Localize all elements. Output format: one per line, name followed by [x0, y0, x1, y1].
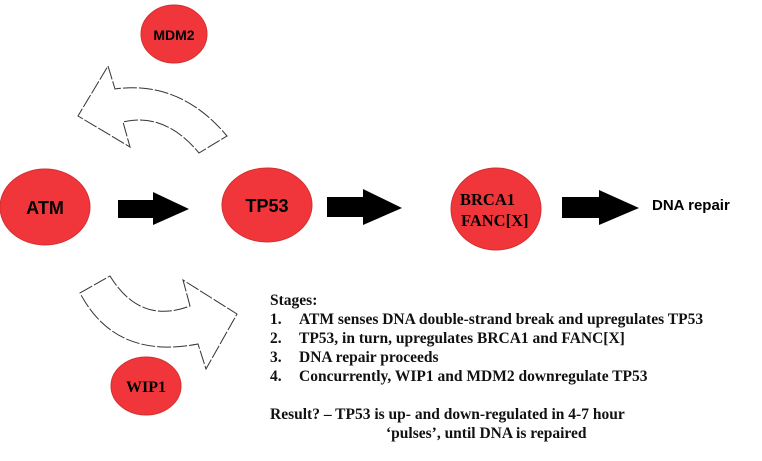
stage-item: 1. ATM senses DNA double-strand break an…	[270, 310, 703, 329]
stages-text-block: Stages: 1. ATM senses DNA double-strand …	[270, 291, 703, 443]
result-text: Result? – TP53 is up- and down-regulated…	[270, 405, 703, 443]
stage-item: 3. DNA repair proceeds	[270, 348, 703, 367]
stages-heading: Stages:	[270, 292, 318, 309]
dna-repair-label: DNA repair	[652, 197, 730, 214]
arrow-tp53-to-brca1	[327, 189, 402, 225]
stage-number: 1.	[270, 311, 282, 328]
stages-list: 1. ATM senses DNA double-strand break an…	[270, 310, 703, 386]
mdm2-feedback-arrow	[77, 64, 228, 154]
stage-text: TP53, in turn, upregulates BRCA1 and FAN…	[299, 330, 625, 347]
node-brca1-label: BRCA1	[460, 190, 515, 209]
node-mdm2-label: MDM2	[153, 27, 194, 43]
node-brca1-fanc: BRCA1 FANC[X]	[450, 167, 542, 251]
result-line-2: ‘pulses’, until DNA is repaired	[386, 425, 587, 442]
stage-text: Concurrently, WIP1 and MDM2 downregulate…	[299, 368, 648, 385]
result-line-1: Result? – TP53 is up- and down-regulated…	[270, 406, 625, 423]
stage-item: 4. Concurrently, WIP1 and MDM2 downregul…	[270, 367, 703, 386]
node-fanc-label: FANC[X]	[461, 211, 529, 230]
arrow-atm-to-tp53	[118, 192, 189, 225]
wip1-feedback-arrow	[79, 275, 238, 371]
node-tp53: TP53	[221, 167, 313, 243]
stage-item: 2. TP53, in turn, upregulates BRCA1 and …	[270, 329, 703, 348]
node-atm: ATM	[0, 168, 91, 246]
stage-number: 4.	[270, 368, 282, 385]
arrow-brca1-to-dna-repair	[562, 190, 639, 225]
stage-number: 2.	[270, 330, 282, 347]
node-wip1: WIP1	[110, 356, 182, 416]
stage-text: DNA repair proceeds	[299, 349, 439, 366]
node-atm-label: ATM	[26, 198, 64, 218]
stage-number: 3.	[270, 349, 282, 366]
node-tp53-label: TP53	[245, 196, 288, 216]
node-mdm2: MDM2	[140, 4, 208, 64]
node-wip1-label: WIP1	[126, 379, 166, 396]
stage-text: ATM senses DNA double-strand break and u…	[299, 311, 704, 328]
